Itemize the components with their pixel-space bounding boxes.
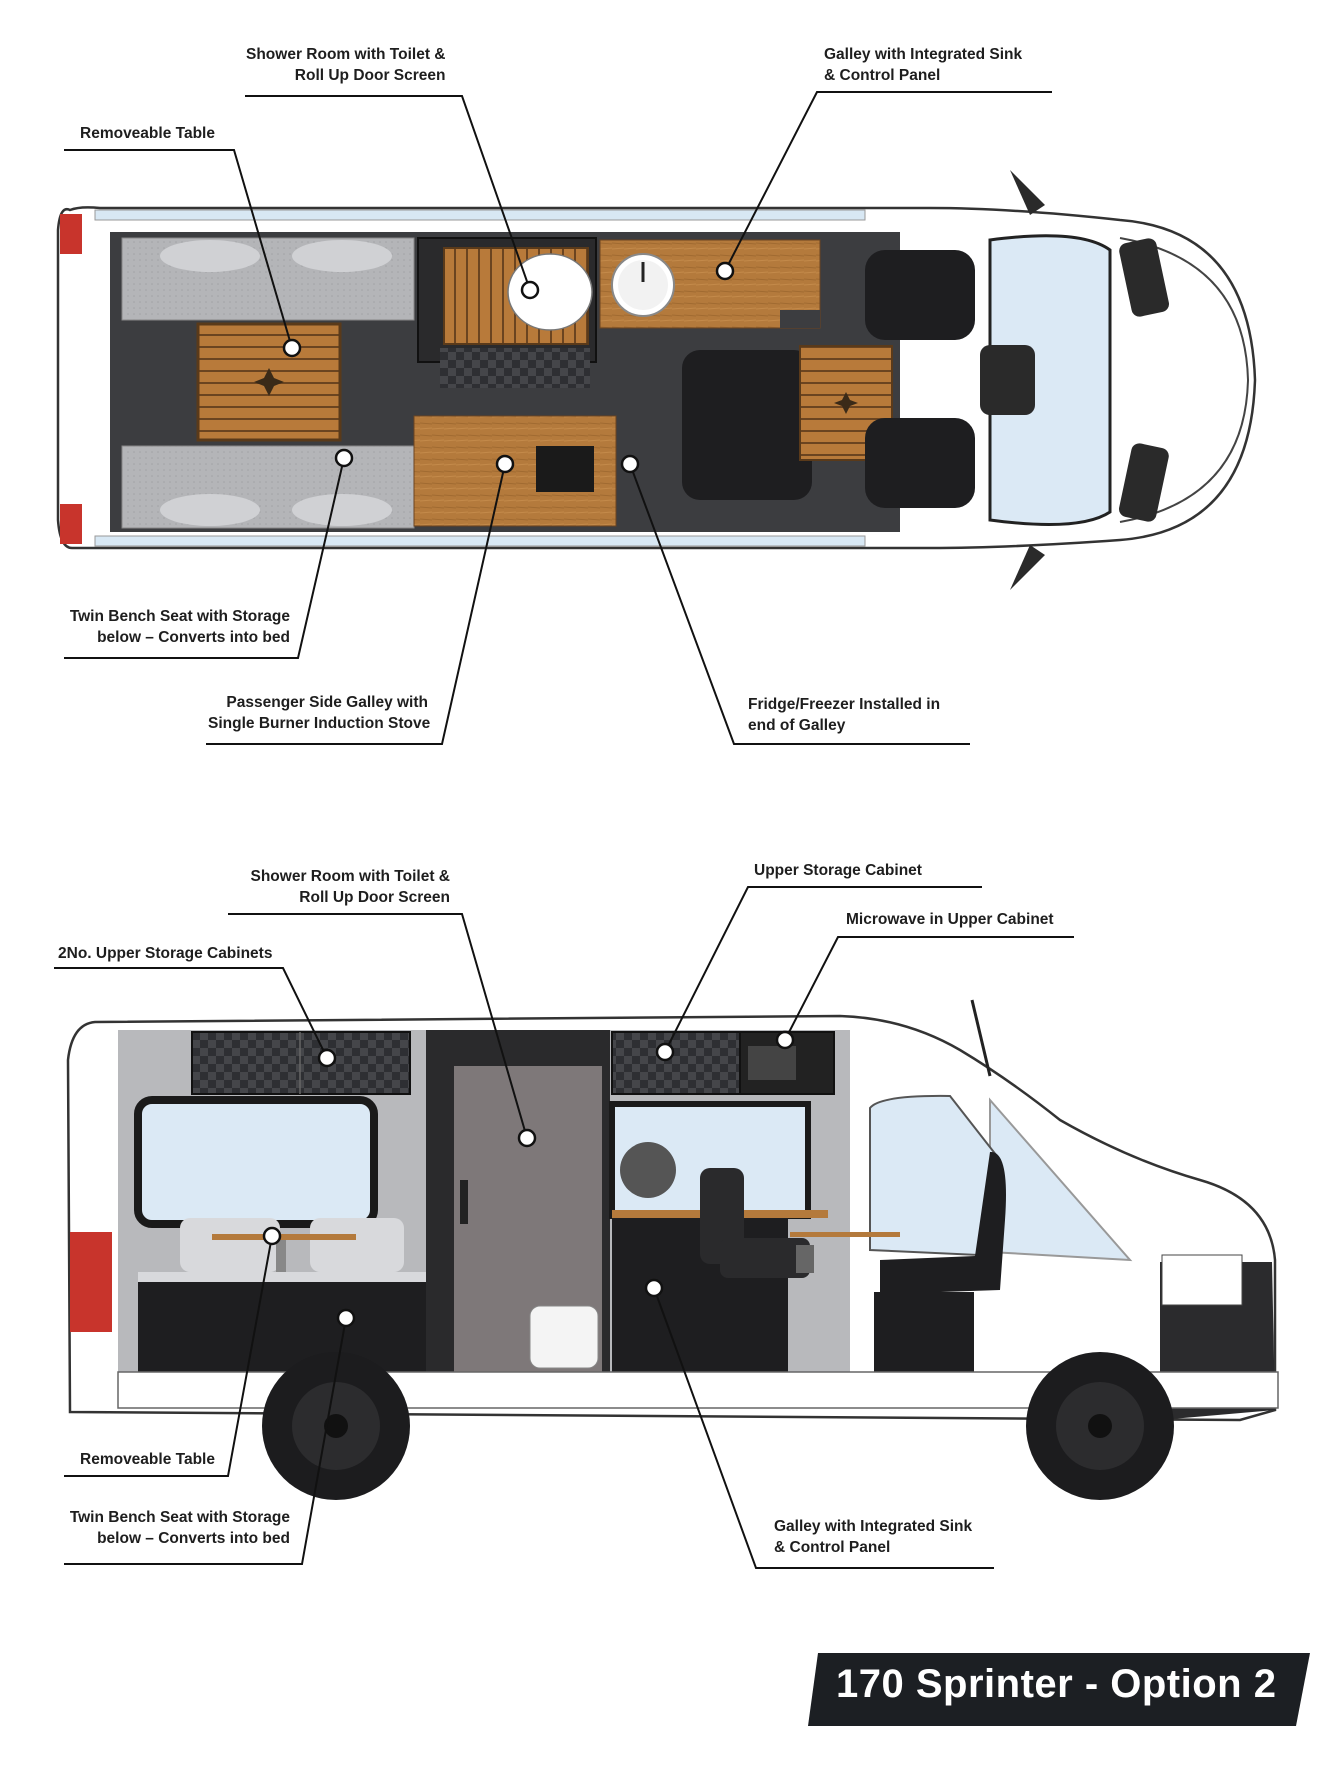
leader-bench-side	[64, 1317, 347, 1565]
swivel-seat-top	[682, 350, 812, 500]
marker-upper-cabinet-side	[655, 1042, 675, 1062]
marker-shower-top	[520, 280, 540, 300]
label-upper-cabinets-2-side: 2No. Upper Storage Cabinets	[58, 945, 273, 962]
windshield-top	[988, 234, 1112, 526]
cab-seat-driver	[865, 250, 975, 340]
marker-galley-side	[644, 1278, 664, 1298]
label-table-top: Removeable Table	[80, 125, 215, 142]
label-passenger-galley-top: Passenger Side Galley with Single Burner…	[208, 694, 431, 732]
table-side-view	[212, 1234, 356, 1240]
bench-base-side	[138, 1278, 426, 1372]
label-microwave-side: Microwave in Upper Cabinet	[846, 911, 1054, 928]
leader-fridge-top	[629, 463, 970, 745]
leader-table-side	[64, 1235, 273, 1477]
title-badge: 170 Sprinter - Option 2	[808, 1653, 1310, 1726]
rear-side-window	[134, 1096, 378, 1228]
leader-bench-top	[64, 457, 345, 659]
page-title: 170 Sprinter - Option 2	[836, 1662, 1277, 1706]
label-shower-side: Shower Room with Toilet & Roll Up Door S…	[250, 868, 451, 906]
label-upper-cabinet-side: Upper Storage Cabinet	[754, 862, 922, 879]
marker-shower-side	[517, 1128, 537, 1148]
label-table-side: Removeable Table	[80, 1451, 215, 1468]
leader-galley-top	[724, 91, 1052, 272]
toilet-side	[529, 1305, 599, 1369]
label-fridge-top: Fridge/Freezer Installed in end of Galle…	[748, 696, 941, 734]
marker-table-top	[282, 338, 302, 358]
leader-microwave-side	[784, 936, 1074, 1041]
marker-passenger-galley-top	[495, 454, 515, 474]
cab-seat-passenger	[865, 418, 975, 508]
marker-fridge-top	[620, 454, 640, 474]
leader-galley-side	[653, 1287, 994, 1569]
leader-table-top	[64, 149, 293, 349]
side-view-van	[66, 999, 1279, 1500]
leader-passenger-galley-top	[206, 463, 506, 745]
leader-shower-top	[245, 95, 531, 291]
upper-cabinets-rear	[191, 1031, 411, 1095]
mirror-side	[620, 1142, 676, 1198]
marker-galley-top	[715, 261, 735, 281]
marker-upper-cabinets-2-side	[317, 1048, 337, 1068]
label-shower-top: Shower Room with Toilet & Roll Up Door S…	[246, 46, 446, 84]
label-bench-top: Twin Bench Seat with Storage below – Con…	[69, 608, 290, 646]
leader-upper-cabinet-side	[664, 886, 982, 1053]
top-view-van	[56, 170, 1257, 590]
marker-bench-side	[336, 1308, 356, 1328]
induction-stove-top	[536, 446, 594, 492]
marker-bench-top	[334, 448, 354, 468]
driver-seat-side	[880, 1151, 1006, 1294]
side-view-markers	[262, 1030, 795, 1328]
toilet-top	[507, 253, 593, 331]
label-bench-side: Twin Bench Seat with Storage below – Con…	[69, 1509, 290, 1547]
label-galley-side: Galley with Integrated Sink & Control Pa…	[774, 1518, 973, 1556]
leader-shower-side	[228, 913, 528, 1139]
marker-table-side	[262, 1226, 282, 1246]
leader-upper-cabinets-2-side	[54, 967, 328, 1059]
top-view-markers	[282, 261, 735, 474]
side-view-leaders	[54, 886, 1074, 1569]
label-galley-top: Galley with Integrated Sink & Control Pa…	[824, 46, 1023, 84]
upper-cabinet-galley	[611, 1031, 741, 1095]
marker-microwave-side	[775, 1030, 795, 1050]
top-view-leaders	[64, 91, 1052, 745]
